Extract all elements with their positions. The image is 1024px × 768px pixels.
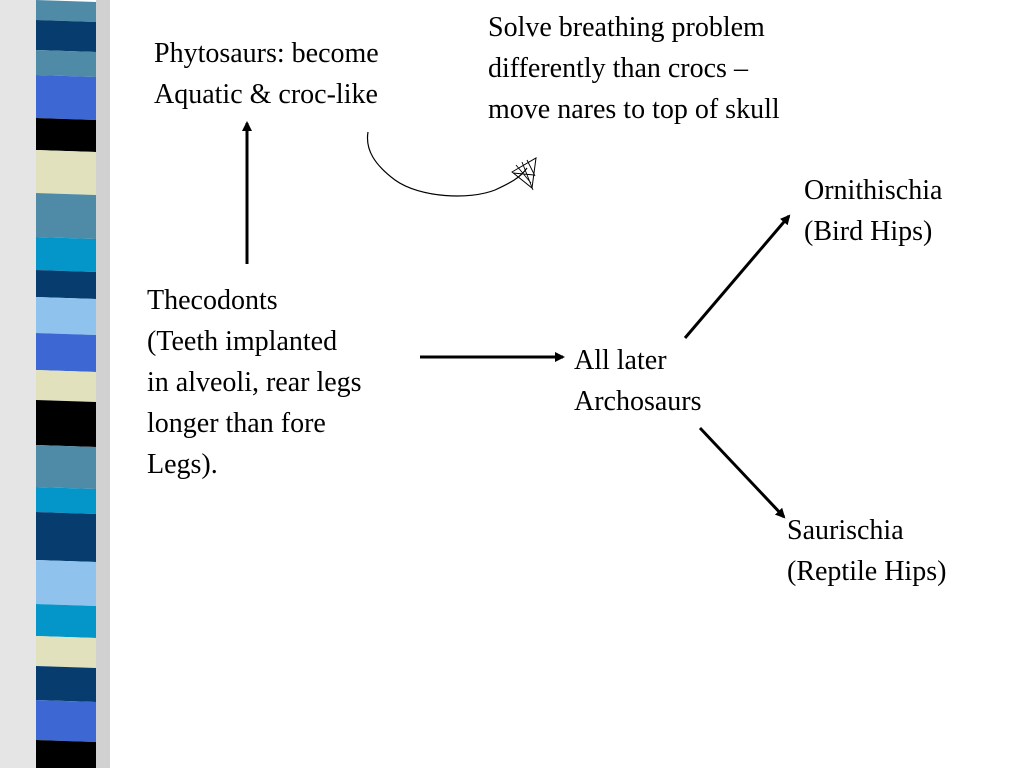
ornithischia-line-1: Ornithischia — [804, 175, 943, 206]
stripe-segment — [36, 50, 96, 77]
stripe-gutter — [0, 0, 36, 768]
breathing-line-3: move nares to top of skull — [488, 94, 780, 125]
breathing-line-2: differently than crocs – — [488, 53, 748, 84]
saurischia-line-2: (Reptile Hips) — [787, 556, 947, 587]
thecodonts-label: Thecodonts (Teeth implanted in alveoli, … — [147, 280, 362, 485]
stripe-segment — [36, 445, 96, 489]
breathing-label: Solve breathing problem differently than… — [488, 7, 780, 130]
phytosaurs-line-1: Phytosaurs: become — [154, 38, 379, 69]
hand-drawn-curved-arrow — [366, 131, 537, 197]
ornithischia-label: Ornithischia (Bird Hips) — [804, 170, 942, 252]
thecodonts-line-4: longer than fore — [147, 408, 326, 439]
ornithischia-line-2: (Bird Hips) — [804, 216, 933, 247]
stripe-segment — [36, 270, 96, 299]
stripe-segment — [36, 560, 96, 606]
breathing-line-1: Solve breathing problem — [488, 12, 765, 43]
saurischia-label: Saurischia (Reptile Hips) — [787, 510, 946, 592]
thecodonts-line-1: Thecodonts — [147, 285, 278, 316]
saurischia-line-1: Saurischia — [787, 515, 904, 546]
stripe-segment — [36, 512, 96, 562]
stripe-shadow — [96, 0, 110, 768]
stripe-segment — [36, 636, 96, 668]
stripe-segment — [36, 297, 96, 335]
stripe-segment — [36, 75, 96, 120]
phytosaurs-label: Phytosaurs: become Aquatic & croc-like — [154, 33, 379, 115]
decorative-stripe-bar — [0, 0, 110, 768]
thecodonts-line-2: (Teeth implanted — [147, 326, 338, 357]
stripe-segment — [36, 20, 96, 52]
arrow-archosaurs-to-saurischia — [698, 426, 786, 519]
stripe-segment — [36, 740, 96, 768]
archosaurs-line-2: Archosaurs — [574, 386, 702, 417]
stripe-segment — [36, 666, 96, 702]
stripe-segment — [36, 237, 96, 272]
archosaurs-line-1: All later — [574, 345, 667, 376]
stripe-segment — [36, 700, 96, 742]
stripe-segment — [36, 370, 96, 402]
archosaurs-label: All later Archosaurs — [574, 340, 702, 422]
stripe-segment — [36, 118, 96, 152]
stripe-segment — [36, 0, 96, 22]
stripe-segment — [36, 193, 96, 239]
stripe-segment — [36, 150, 96, 195]
arrow-archosaurs-to-ornithischia — [683, 214, 791, 339]
stripe-segment — [36, 604, 96, 638]
thecodonts-line-3: in alveoli, rear legs — [147, 367, 362, 398]
stripe-segment — [36, 487, 96, 514]
stripe-segment — [36, 400, 96, 447]
thecodonts-line-5: Legs). — [147, 449, 218, 480]
phytosaurs-line-2: Aquatic & croc-like — [154, 79, 378, 110]
stripe-segment — [36, 333, 96, 372]
